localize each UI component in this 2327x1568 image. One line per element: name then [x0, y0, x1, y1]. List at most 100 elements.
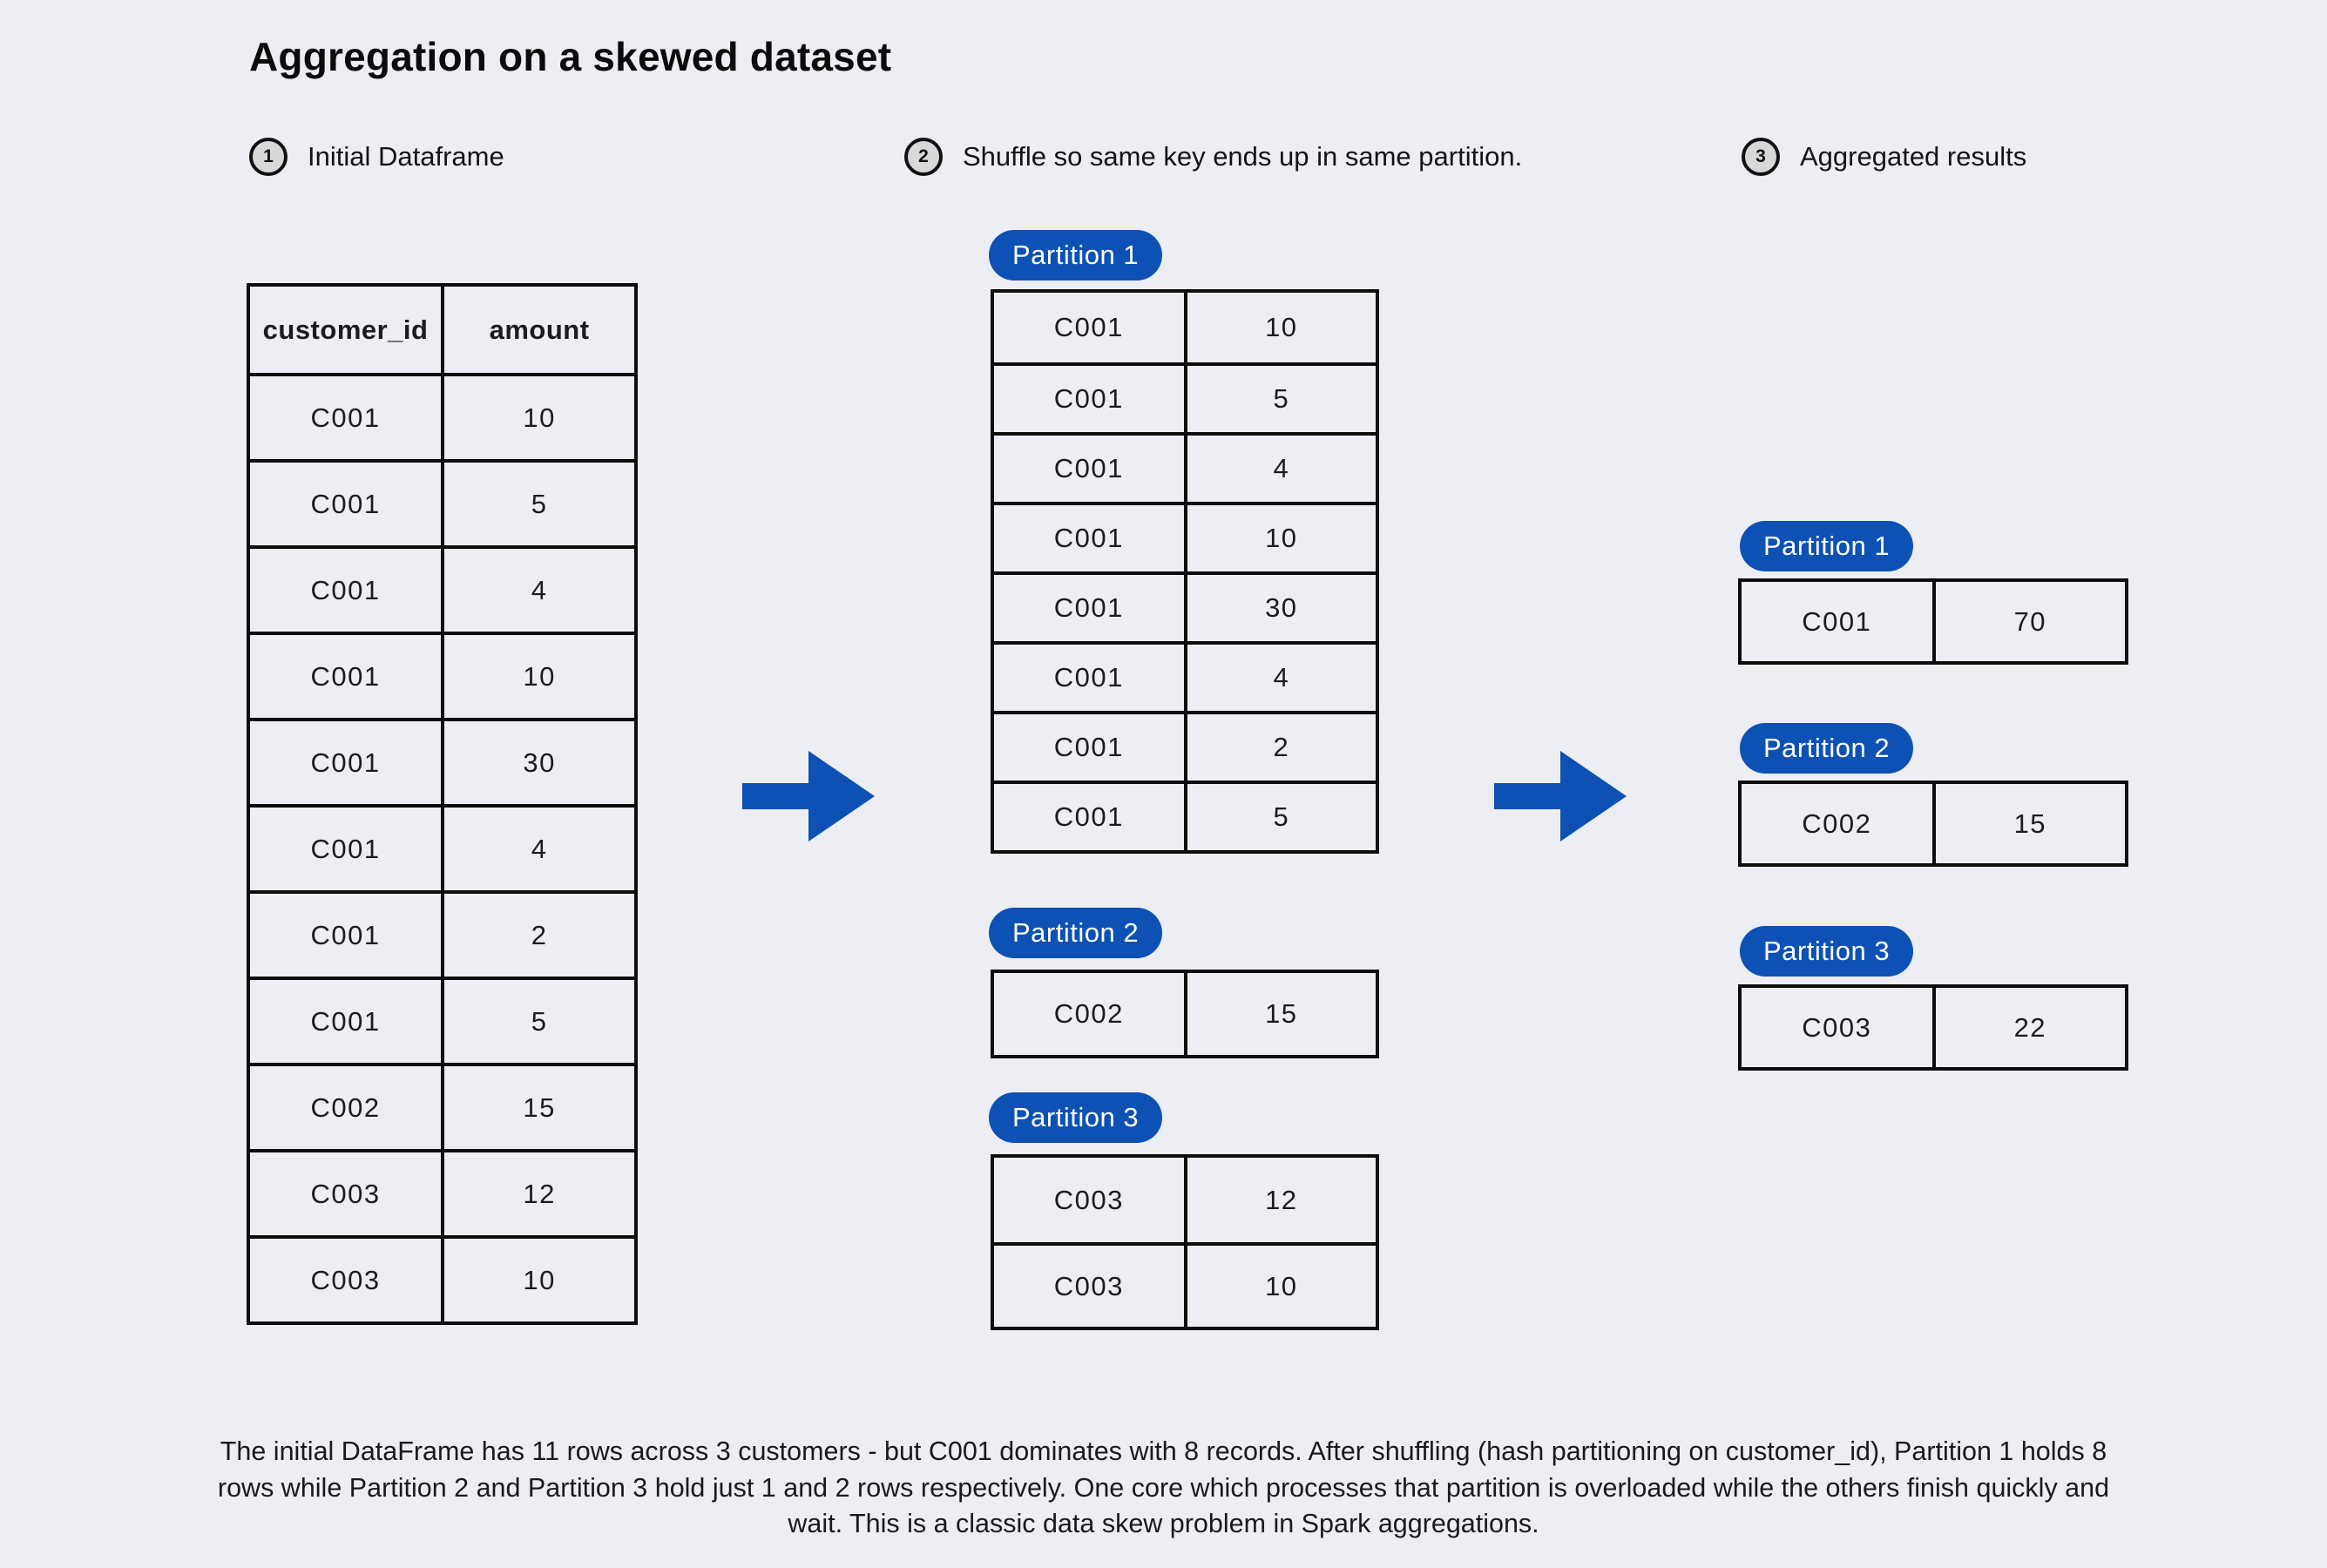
step-2-number-badge: 2: [904, 138, 943, 176]
table-row: C001 5: [250, 977, 634, 1063]
caption-text: The initial DataFrame has 11 rows across…: [217, 1436, 2110, 1538]
table-row: C001 2: [250, 890, 634, 977]
table-cell: 70: [2013, 605, 2047, 637]
step-1-number-badge: 1: [249, 138, 287, 176]
table-row: C001 2: [994, 711, 1376, 781]
table-cell: 12: [523, 1178, 556, 1209]
table-cell: C001: [250, 980, 445, 1063]
table-row: C003 22: [1742, 988, 2125, 1067]
table-cell: C001: [250, 376, 445, 459]
table-cell: 4: [531, 833, 548, 864]
table-header-cell: customer_id: [250, 287, 445, 373]
table-cell: C001: [994, 505, 1187, 571]
table-row: C002 15: [1742, 784, 2125, 863]
shuffle-partition-2-table: C002 15: [991, 970, 1379, 1058]
table-cell: 30: [523, 747, 556, 778]
aggregated-partition-3-badge: Partition 3: [1740, 926, 1914, 977]
step-1-label: Initial Dataframe: [308, 141, 504, 172]
table-cell: C001: [250, 463, 445, 545]
table-cell: 4: [531, 574, 548, 605]
table-cell: C003: [1742, 988, 1936, 1067]
table-cell: C001: [994, 645, 1187, 711]
table-cell: 5: [531, 1005, 548, 1037]
aggregated-partition-2-table: C002 15: [1738, 781, 2128, 867]
table-row: C001 4: [250, 804, 634, 890]
arrow-right-icon: [742, 751, 875, 841]
table-cell: 12: [1265, 1184, 1298, 1215]
table-cell: 10: [1265, 523, 1298, 553]
table-cell: 15: [1265, 998, 1298, 1029]
table-cell: 2: [531, 919, 548, 950]
table-row: C001 10: [250, 373, 634, 459]
step-header-initial-dataframe: 1 Initial Dataframe: [249, 137, 504, 177]
table-cell: C003: [994, 1246, 1187, 1327]
table-row: C001 10: [250, 632, 634, 718]
table-cell: 2: [1273, 732, 1290, 762]
table-row: C003 10: [250, 1235, 634, 1321]
table-header-row: customer_id amount: [250, 287, 634, 373]
page-title: Aggregation on a skewed dataset: [249, 34, 892, 79]
table-row: C001 5: [994, 781, 1376, 850]
table-cell: 15: [523, 1092, 556, 1123]
table-cell: C001: [994, 366, 1187, 432]
table-cell: C001: [1742, 582, 1936, 661]
table-cell: 5: [531, 488, 548, 519]
table-cell: 10: [1265, 312, 1298, 342]
table-cell: 15: [2013, 808, 2047, 839]
table-row: C001 5: [994, 362, 1376, 432]
table-row: C001 30: [250, 718, 634, 804]
table-cell: 4: [1273, 662, 1290, 693]
table-row: C002 15: [250, 1063, 634, 1149]
table-cell: C002: [250, 1066, 445, 1149]
table-header-cell: amount: [489, 314, 590, 345]
table-row: C002 15: [994, 973, 1376, 1055]
table-cell: C001: [994, 784, 1187, 850]
table-cell: 10: [523, 660, 556, 692]
table-cell: 22: [2013, 1011, 2047, 1043]
table-cell: C001: [250, 808, 445, 890]
partition-2-badge: Partition 2: [989, 908, 1163, 958]
table-cell: C002: [1742, 784, 1936, 863]
step-3-label: Aggregated results: [1800, 141, 2027, 172]
arrow-right-icon: [1494, 751, 1627, 841]
table-cell: C001: [994, 293, 1187, 362]
partition-3-badge: Partition 3: [989, 1092, 1163, 1143]
aggregated-partition-1-badge: Partition 1: [1740, 521, 1914, 571]
table-cell: C002: [994, 973, 1187, 1055]
step-header-shuffle: 2 Shuffle so same key ends up in same pa…: [904, 137, 1522, 177]
partition-1-badge: Partition 1: [989, 230, 1163, 280]
table-cell: C001: [250, 721, 445, 804]
table-cell: 4: [1273, 453, 1290, 483]
table-cell: C001: [994, 714, 1187, 781]
table-cell: 10: [523, 1264, 556, 1295]
table-cell: C001: [250, 894, 445, 977]
table-cell: 5: [1273, 801, 1290, 832]
table-cell: C001: [994, 575, 1187, 641]
table-cell: 30: [1265, 592, 1298, 623]
table-cell: 10: [523, 402, 556, 433]
table-row: C001 4: [994, 641, 1376, 711]
table-row: C001 30: [994, 571, 1376, 641]
table-row: C001 10: [994, 293, 1376, 362]
table-cell: 5: [1273, 383, 1290, 414]
aggregated-partition-3-table: C003 22: [1738, 984, 2128, 1071]
table-row: C001 5: [250, 459, 634, 545]
table-cell: C003: [250, 1152, 445, 1235]
step-3-number-badge: 3: [1742, 138, 1780, 176]
table-row: C001 10: [994, 502, 1376, 571]
step-header-aggregated-results: 3 Aggregated results: [1742, 137, 2026, 177]
table-row: C001 70: [1742, 582, 2125, 661]
aggregated-partition-2-badge: Partition 2: [1740, 723, 1914, 774]
step-2-label: Shuffle so same key ends up in same part…: [963, 141, 1523, 172]
table-cell: C003: [250, 1239, 445, 1321]
table-row: C003 12: [250, 1149, 634, 1235]
table-cell: C001: [250, 635, 445, 718]
aggregated-partition-1-table: C001 70: [1738, 578, 2128, 665]
